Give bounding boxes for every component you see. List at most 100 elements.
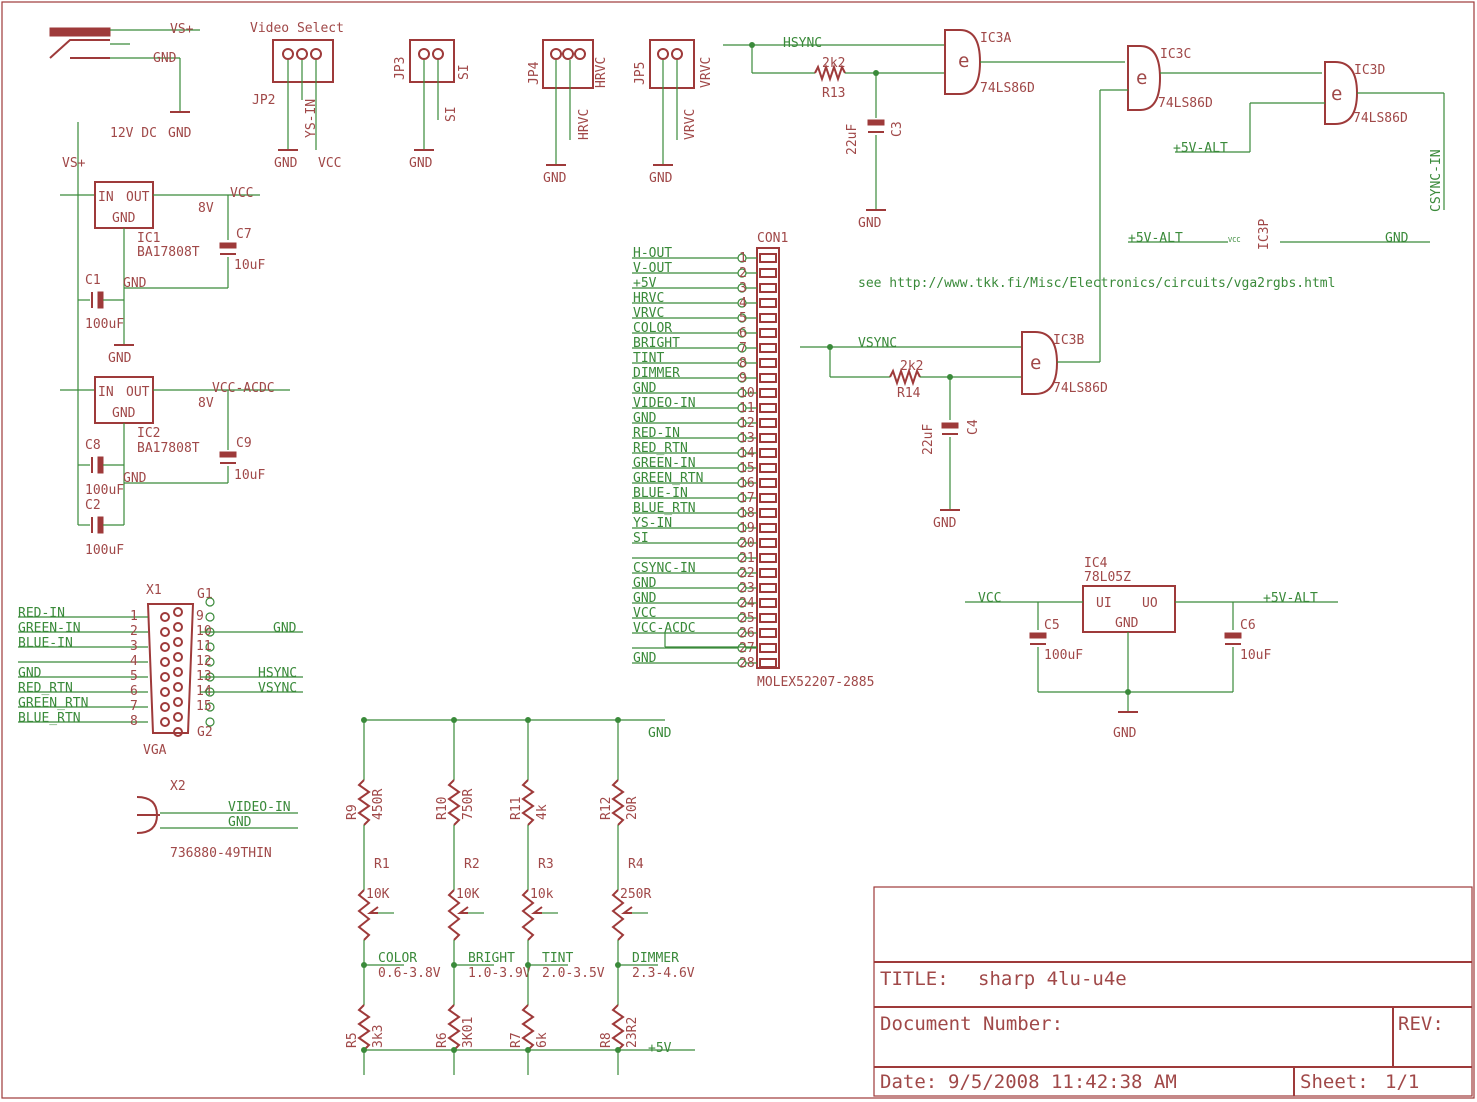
vga-pin-number: 11 <box>196 639 212 654</box>
pot-label: R2 <box>464 857 480 872</box>
con1-pin-number: 17 <box>739 491 755 506</box>
gnd-label: GND <box>168 126 192 141</box>
con1-pin-label: CSYNC-IN <box>633 561 696 576</box>
gnd-pin-label: GND <box>112 211 136 226</box>
vga-connector: X1 VGA G1 G2 1RED-IN2GREEN-IN3BLUE-IN45G… <box>18 583 303 758</box>
top-resistor-label: R12 <box>599 797 614 820</box>
ic4-part-label: 78L05Z <box>1084 570 1131 585</box>
xor-logic: HSYNC 2k2 R13 22uF C3 GND e IC3A 74LS86D… <box>723 29 1445 531</box>
c8-value-label: 100uF <box>85 483 124 498</box>
c4-value-label: 22uF <box>921 424 936 455</box>
gnd-label: GND <box>409 156 433 171</box>
c2-value-label: 100uF <box>85 543 124 558</box>
vcc-label: VCC <box>230 186 253 201</box>
ic3d-label: IC3D <box>1354 63 1385 78</box>
top-resistor-label: R9 <box>345 804 360 820</box>
ic3b-label: IC3B <box>1053 333 1084 348</box>
ic3d-part-label: 74LS86D <box>1353 111 1408 126</box>
gnd-label: GND <box>933 516 957 531</box>
xor-gate-symbol: e <box>1030 352 1041 374</box>
ic4-label: IC4 <box>1084 556 1108 571</box>
bottom-resistor-value: 3K01 <box>461 1017 476 1048</box>
pot-value: 10K <box>456 887 480 902</box>
vcc-label: VCC <box>978 591 1001 606</box>
vga-pin-label: GND <box>18 666 42 681</box>
top-resistor-label: R11 <box>509 797 524 820</box>
vs-plus-label: VS+ <box>62 156 86 171</box>
con1-pin-number: 24 <box>739 596 755 611</box>
in-pin-label: IN <box>98 190 114 205</box>
x2-label: X2 <box>170 779 186 794</box>
con1-pin-label: VCC <box>633 606 656 621</box>
con1-pin-number: 6 <box>739 326 747 341</box>
gnd-label: GND <box>649 171 673 186</box>
pot-value: 250R <box>620 887 651 902</box>
sheet-value: 1/1 <box>1385 1071 1419 1093</box>
con1-pin-label: SI <box>633 531 649 546</box>
con1-pin-label: H-OUT <box>633 246 672 261</box>
con1-pin-number: 26 <box>739 626 755 641</box>
pot-net-label: COLOR <box>378 951 417 966</box>
bottom-resistor-value: 3k3 <box>371 1025 386 1048</box>
con1-pin-number: 18 <box>739 506 755 521</box>
sheet-label: Sheet: <box>1300 1071 1369 1093</box>
c4-label: C4 <box>966 419 981 435</box>
pot-range-label: 0.6-3.8V <box>378 966 441 981</box>
ic3p-label: IC3P <box>1257 219 1272 250</box>
top-resistor-value: 4k <box>535 804 550 820</box>
con1-pin-number: 2 <box>739 266 747 281</box>
con1-pin-label: DIMMER <box>633 366 680 381</box>
dc-jack: VS+ GND 12V DC GND <box>49 22 200 141</box>
gnd-pin-label: GND <box>112 406 136 421</box>
con1-pin-label: TINT <box>633 351 664 366</box>
plus5v-alt-label: +5V-ALT <box>1128 231 1183 246</box>
vga-pin-label: RED-IN <box>18 606 65 621</box>
con1-pin-label: COLOR <box>633 321 672 336</box>
vga-name-label: VGA <box>143 743 167 758</box>
jp4-label: JP4 <box>527 61 542 85</box>
vsync-net-label: VSYNC <box>858 336 897 351</box>
r13-value-label: 2k2 <box>822 56 845 71</box>
c7-value-label: 10uF <box>234 258 265 273</box>
c9-label: C9 <box>236 436 252 451</box>
con1-pin-number: 25 <box>739 611 755 626</box>
ic4-regulator: IC4 78L05Z UI UO GND VCC +5V-ALT C5 100u… <box>965 556 1338 741</box>
top-resistor-value: 450R <box>371 789 386 820</box>
bottom-resistor-label: R8 <box>599 1032 614 1048</box>
xor-gate-symbol: e <box>1136 67 1147 89</box>
title-block: TITLE: sharp 4lu-u4e Document Number: RE… <box>873 886 1473 1097</box>
reference-note: see http://www.tkk.fi/Misc/Electronics/c… <box>858 276 1335 291</box>
uo-pin-label: UO <box>1142 596 1158 611</box>
r14-label: R14 <box>897 386 921 401</box>
con1-pin-number: 16 <box>739 476 755 491</box>
gnd-label: GND <box>1113 726 1137 741</box>
c6-label: C6 <box>1240 618 1256 633</box>
top-resistor-label: R10 <box>435 797 450 820</box>
vrvc-label: VRVC <box>683 109 698 140</box>
bottom-resistor-label: R7 <box>509 1032 524 1048</box>
vga-pin-number: 1 <box>130 609 138 624</box>
in-pin-label: IN <box>98 385 114 400</box>
vs-plus-label: VS+ <box>170 22 194 37</box>
gnd-label: GND <box>153 51 177 66</box>
con1-pin-number: 4 <box>739 296 747 311</box>
con1-pin-number: 1 <box>739 251 747 266</box>
con1-connector: CON1 MOLEX52207-2885 1H-OUT2V-OUT3+5V4HR… <box>632 231 874 690</box>
ic2-regulator: IN OUT GND VCC-ACDC 8V IC2 BA17808T C9 1… <box>60 376 290 558</box>
con1-pin-label: +5V <box>633 276 657 291</box>
pot-range-label: 2.3-4.6V <box>632 966 695 981</box>
pot-value: 10K <box>366 887 390 902</box>
c5-value-label: 100uF <box>1044 648 1083 663</box>
xor-gate-symbol: e <box>1331 83 1342 105</box>
top-resistor-value: 20R <box>625 796 640 820</box>
vga-pin-label: GREEN-IN <box>18 621 81 636</box>
vcc-label: VCC <box>318 156 341 171</box>
con1-pin-label: GND <box>633 651 657 666</box>
vga-pin-label: GREEN_RTN <box>18 696 88 711</box>
csync-in-label: CSYNC-IN <box>1429 149 1444 212</box>
con1-pin-number: 11 <box>739 401 755 416</box>
g2-label: G2 <box>197 725 213 740</box>
con1-pin-label: V-OUT <box>633 261 672 276</box>
